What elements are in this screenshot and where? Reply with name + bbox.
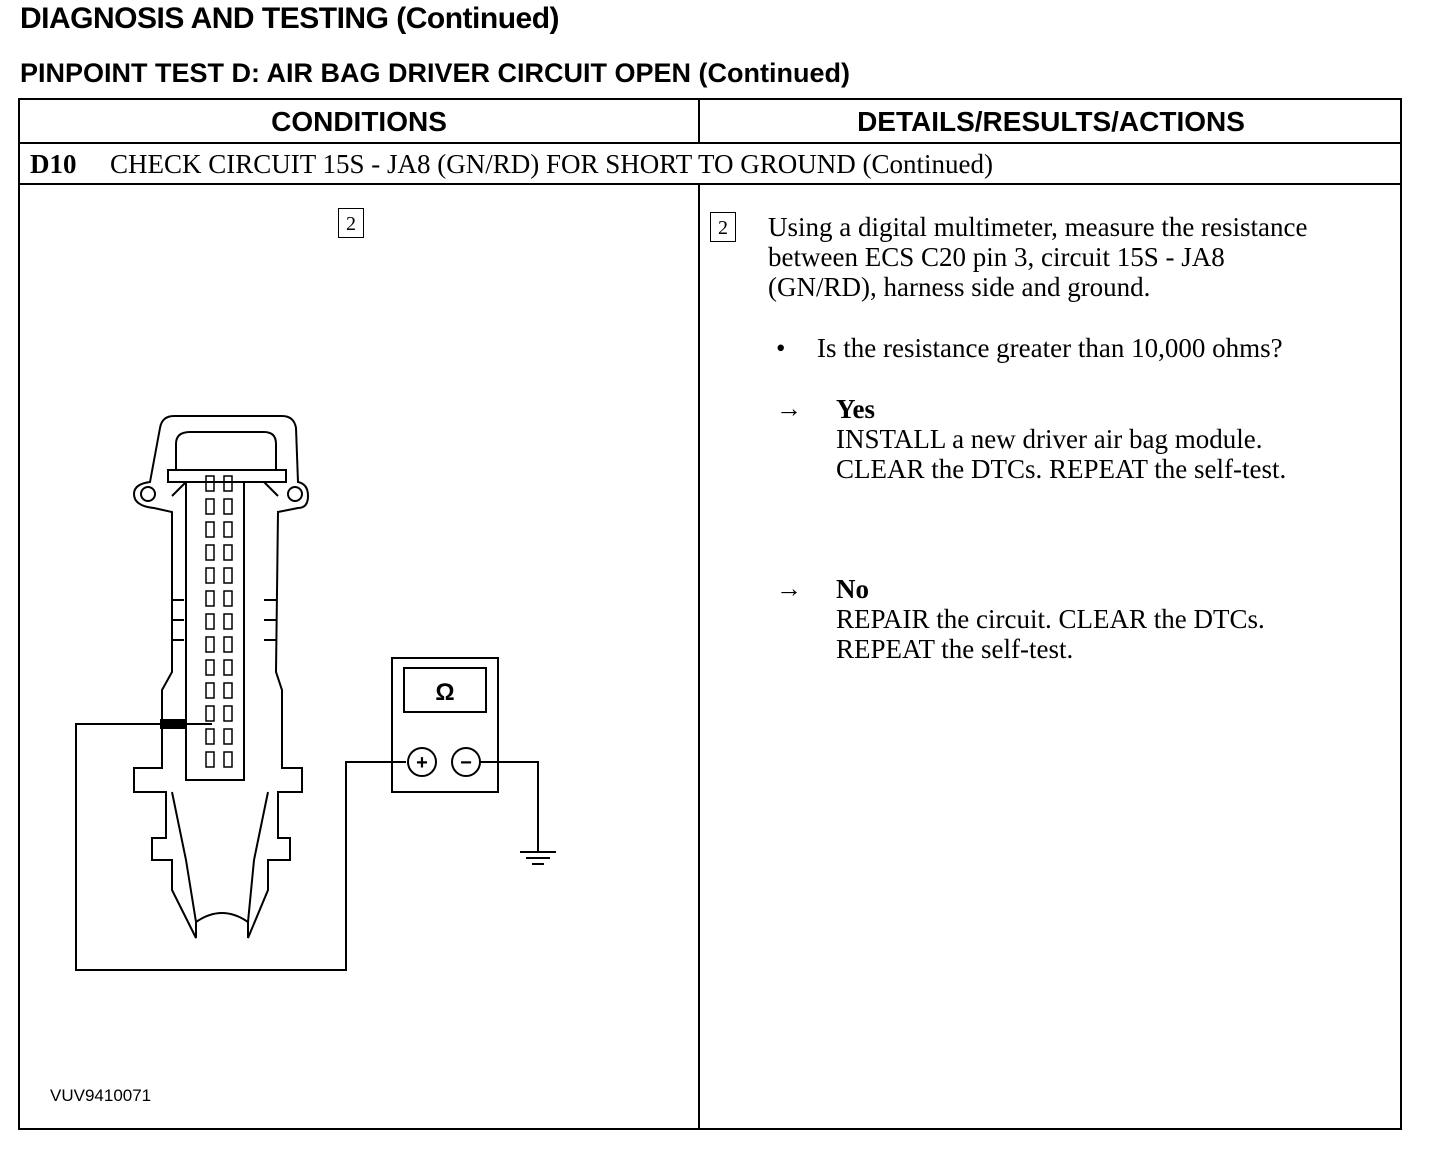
no-action-line-1: REPAIR the circuit. CLEAR the DTCs. [836, 604, 1265, 634]
question-text: Is the resistance greater than 10,000 oh… [817, 333, 1283, 363]
mounting-hole-right [287, 486, 303, 502]
figure-id: VUV9410071 [50, 1086, 152, 1105]
header-column-divider [698, 100, 700, 142]
plus-terminal [407, 747, 437, 777]
pin-cavity [205, 728, 215, 745]
pin-cavity [223, 521, 233, 538]
pin-cavity [223, 751, 233, 768]
minus-terminal [451, 747, 481, 777]
pinpoint-test-title: PINPOINT TEST D: AIR BAG DRIVER CIRCUIT … [20, 58, 850, 88]
pin-cavity [223, 567, 233, 584]
page-title: DIAGNOSIS AND TESTING (Continued) [20, 2, 560, 35]
pin-cavity [205, 751, 215, 768]
probe-wire-negative [480, 761, 539, 852]
pin-cavity [223, 544, 233, 561]
pin-cavity [223, 682, 233, 699]
multimeter-body [391, 657, 499, 793]
pin-cavity [205, 567, 215, 584]
yes-label: Yes [836, 394, 875, 424]
ohm-symbol: Ω [435, 679, 454, 706]
plus-symbol: + [416, 752, 428, 774]
conditions-step-number: 2 [338, 208, 364, 238]
bullet: • [776, 333, 786, 363]
instruction-line-3: (GN/RD), harness side and ground. [768, 272, 1151, 302]
connector-housing [132, 415, 310, 939]
pin-cavity [205, 682, 215, 699]
pin-cavity [205, 521, 215, 538]
minus-symbol: − [460, 752, 472, 774]
yes-action-line-1: INSTALL a new driver air bag module. [836, 424, 1263, 454]
pin-cavity [205, 498, 215, 515]
pin-cavity [205, 705, 215, 722]
details-step-number: 2 [710, 212, 736, 242]
yes-arrow-icon: → [776, 394, 802, 423]
probe-tip [160, 719, 186, 729]
no-arrow-icon: → [776, 574, 802, 603]
pin-cavity [223, 636, 233, 653]
pin-cavity [223, 613, 233, 630]
pin-cavity [223, 659, 233, 676]
step-title: CHECK CIRCUIT 15S - JA8 (GN/RD) FOR SHOR… [110, 149, 993, 179]
connector-latch [175, 431, 277, 470]
instruction-line-1: Using a digital multimeter, measure the … [768, 212, 1308, 242]
pin-cavity [205, 475, 215, 492]
step-row-divider [20, 183, 1400, 185]
pin-cavity [205, 613, 215, 630]
mounting-hole-left [140, 486, 156, 502]
instruction-line-2: between ECS C20 pin 3, circuit 15S - JA8 [768, 242, 1225, 272]
pinpoint-test-table: CONDITIONS DETAILS/RESULTS/ACTIONS D10 CH… [18, 98, 1402, 1130]
pin-cavity [205, 590, 215, 607]
multimeter-display [403, 667, 487, 713]
details-header: DETAILS/RESULTS/ACTIONS [857, 106, 1245, 137]
pin-cavity [223, 728, 233, 745]
pin-cavity [223, 475, 233, 492]
step-title-row: D10 CHECK CIRCUIT 15S - JA8 (GN/RD) FOR S… [30, 145, 993, 183]
pin-cavity [205, 636, 215, 653]
pin-cavity [223, 498, 233, 515]
no-action-line-2: REPEAT the self-test. [836, 634, 1074, 664]
yes-action-line-2: CLEAR the DTCs. REPEAT the self-test. [836, 454, 1287, 484]
body-column-divider [698, 183, 700, 1130]
pin-cavity [205, 544, 215, 561]
no-label: No [836, 574, 869, 604]
pin-cavity [205, 659, 215, 676]
header-divider [20, 142, 1400, 144]
connector-pin-cavities [205, 475, 233, 768]
conditions-header: CONDITIONS [271, 106, 447, 137]
pin-cavity [223, 590, 233, 607]
pin-cavity [223, 705, 233, 722]
probe-wire-positive [75, 723, 406, 971]
step-id: D10 [30, 149, 77, 179]
